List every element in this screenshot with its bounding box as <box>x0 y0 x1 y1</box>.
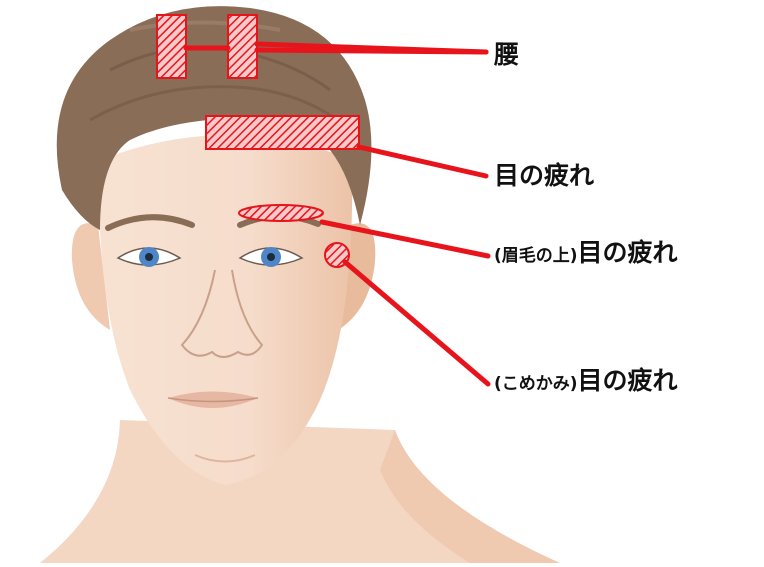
brow-qualifier: (眉毛の上) <box>494 246 578 266</box>
eyebrow-marker <box>239 205 323 221</box>
temple-qualifier: (こめかみ) <box>494 374 578 394</box>
scalp-marker-right <box>228 15 257 78</box>
temple-eye-fatigue-label: (こめかみ)目の疲れ <box>494 368 678 393</box>
waist-label: 腰 <box>494 42 519 67</box>
forehead-marker <box>206 116 359 149</box>
temple-leader-line <box>345 262 488 384</box>
brow-eye-fatigue-text: 目の疲れ <box>578 238 678 267</box>
temple-eye-fatigue-text: 目の疲れ <box>578 366 678 395</box>
scalp-marker-left <box>157 15 186 78</box>
eye-fatigue-text: 目の疲れ <box>494 161 594 190</box>
brow-eye-fatigue-label: (眉毛の上)目の疲れ <box>494 240 678 265</box>
eye-fatigue-leader-line <box>359 147 486 176</box>
eye-fatigue-label: 目の疲れ <box>494 163 594 188</box>
